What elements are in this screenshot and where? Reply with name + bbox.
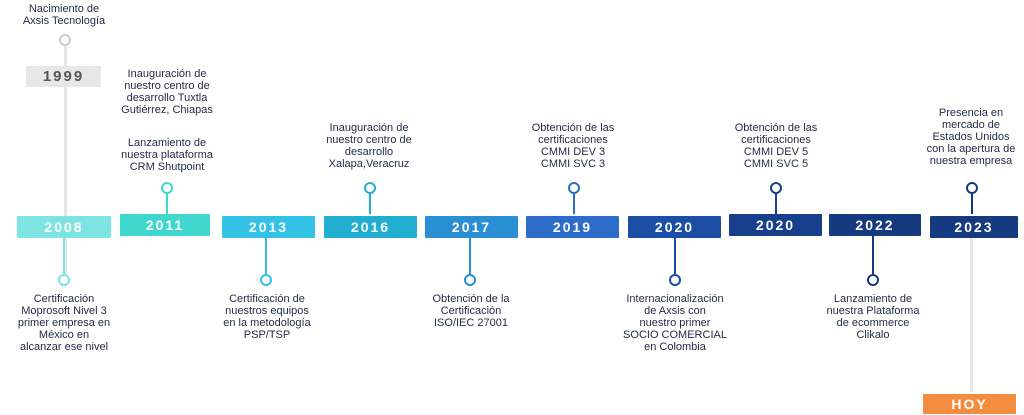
- year-badge-2016: 2016: [324, 216, 417, 238]
- event-2023-label: Presencia en mercado de Estados Unidos c…: [926, 107, 1016, 167]
- marker-2008: [58, 274, 70, 286]
- stem-2017: [469, 238, 471, 274]
- event-2017-label: Obtención de la Certificación ISO/IEC 27…: [432, 293, 510, 329]
- stem-2011: [166, 194, 168, 214]
- marker-2011: [161, 182, 173, 194]
- marker-2019: [568, 182, 580, 194]
- year-badge-2022: 2022: [829, 214, 921, 236]
- year-badge-2011: 2011: [120, 214, 210, 236]
- event-2011-top-label: Inauguración de nuestro centro de desarr…: [121, 68, 213, 116]
- year-badge-2019: 2019: [526, 216, 619, 238]
- event-2016-label: Inauguración de nuestro centro de desarr…: [326, 122, 412, 170]
- event-2019-label: Obtención de las certificaciones CMMI DE…: [531, 122, 615, 170]
- event-2020-b-label: Obtención de las certificaciones CMMI DE…: [734, 122, 818, 170]
- stem-2013: [265, 238, 267, 274]
- event-2008-label: Certificación Moprosoft Nivel 3 primer e…: [17, 293, 111, 353]
- stem-2019: [573, 194, 575, 214]
- event-2011-label: Lanzamiento de nuestra plataforma CRM Sh…: [121, 137, 213, 173]
- marker-2020-a: [669, 274, 681, 286]
- origin-year-badge: 1999: [26, 66, 101, 87]
- marker-2013: [260, 274, 272, 286]
- origin-label: Nacimiento de Axsis Tecnología: [22, 3, 106, 27]
- year-badge-2017: 2017: [425, 216, 518, 238]
- origin-guide-line: [64, 42, 67, 282]
- marker-2017: [464, 274, 476, 286]
- marker-2020-b: [770, 182, 782, 194]
- marker-2023: [966, 182, 978, 194]
- year-badge-2023: 2023: [930, 216, 1018, 238]
- stem-2016: [369, 194, 371, 214]
- marker-2016: [364, 182, 376, 194]
- stem-2020-a: [674, 238, 676, 274]
- stem-2023: [971, 194, 973, 214]
- stem-2020-b: [775, 194, 777, 214]
- event-2013-label: Certificación de nuestros equipos en la …: [223, 293, 311, 341]
- year-badge-2008: 2008: [17, 216, 111, 238]
- today-badge: HOY: [923, 394, 1016, 414]
- year-badge-2020-b: 2020: [729, 214, 822, 236]
- event-2020-a-label: Internacionalización de Axsis con nuestr…: [623, 293, 727, 353]
- year-badge-2020-a: 2020: [628, 216, 721, 238]
- event-2022-label: Lanzamiento de nuestra Plataforma de eco…: [826, 293, 920, 341]
- today-guide-line: [970, 232, 973, 392]
- year-badge-2013: 2013: [222, 216, 315, 238]
- stem-2022: [872, 236, 874, 274]
- stem-2008: [63, 238, 65, 274]
- origin-marker: [59, 34, 71, 46]
- marker-2022: [867, 274, 879, 286]
